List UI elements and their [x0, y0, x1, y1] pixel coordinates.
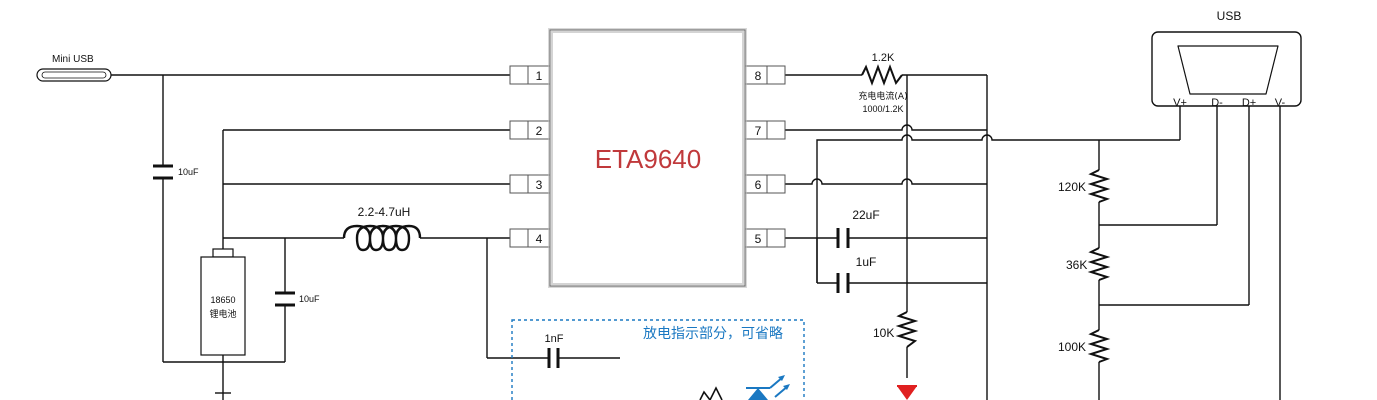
capacitor-22uf: 22uF	[836, 208, 880, 248]
charge-current-label: 充电电流(A)	[858, 90, 907, 102]
charge-resistor-label: 1.2K	[872, 52, 895, 64]
ic-eta9640: ETA9640	[548, 28, 747, 288]
red-led	[897, 385, 917, 400]
blue-led	[746, 375, 790, 400]
resistor-120k-label: 120K	[1058, 180, 1086, 194]
battery-capacitor-label: 10uF	[299, 294, 320, 304]
usb-pin-dplus: D+	[1242, 97, 1256, 109]
ic-label: ETA9640	[595, 144, 701, 174]
inductor-label: 2.2-4.7uH	[358, 205, 411, 219]
discharge-indicator-label: 放电指示部分，可省略	[643, 326, 783, 342]
usb-connector: USB V+ D- D+ V-	[1151, 9, 1302, 109]
resistor-36k-label: 36K	[1066, 258, 1087, 272]
battery-18650: 18650 锂电池	[200, 248, 246, 356]
battery-model: 18650	[210, 295, 235, 305]
capacitor-22uf-label: 22uF	[852, 208, 879, 222]
pin-5-label: 5	[755, 232, 762, 246]
mini-usb-label: Mini USB	[52, 54, 94, 65]
pin-4-label: 4	[536, 232, 543, 246]
usb-pin-vplus: V+	[1173, 97, 1187, 109]
ic-right-pins: 8 7 6 5	[744, 65, 786, 248]
charge-set-resistor: 1.2K 充电电流(A) 1000/1.2K	[858, 52, 907, 114]
pin-3-label: 3	[536, 178, 543, 192]
pin-8-label: 8	[755, 69, 762, 83]
input-capacitor-label: 10uF	[178, 167, 199, 177]
pin-6-label: 6	[755, 178, 762, 192]
resistor-100k-label: 100K	[1058, 340, 1086, 354]
input-capacitor: 10uF	[153, 164, 199, 180]
wires	[111, 74, 1281, 400]
capacitor-1uf: 1uF	[836, 255, 877, 293]
pin-1-label: 1	[536, 69, 543, 83]
pin-7-label: 7	[755, 124, 762, 138]
usb-pin-vminus: V-	[1275, 97, 1286, 109]
mini-usb-connector: Mini USB	[36, 54, 112, 82]
charge-formula-label: 1000/1.2K	[862, 104, 903, 114]
ic-left-pins: 1 2 3 4	[509, 65, 551, 248]
usb-pin-dminus: D-	[1211, 97, 1223, 109]
inductor: 2.2-4.7uH	[342, 205, 422, 252]
pin-2-label: 2	[536, 124, 543, 138]
discharge-indicator-section: 放电指示部分，可省略 1nF	[511, 319, 805, 400]
capacitor-1uf-label: 1uF	[856, 255, 877, 269]
resistor-36k: 36K	[1066, 247, 1111, 281]
battery-type: 锂电池	[209, 308, 236, 320]
resistor-100k: 100K	[1058, 329, 1111, 363]
resistor-120k: 120K	[1058, 169, 1111, 203]
battery-capacitor: 10uF	[275, 291, 320, 307]
usb-label: USB	[1217, 9, 1242, 23]
capacitor-1nf-label: 1nF	[545, 333, 564, 345]
resistor-10k: 10K	[873, 311, 919, 348]
resistor-10k-label: 10K	[873, 326, 894, 340]
